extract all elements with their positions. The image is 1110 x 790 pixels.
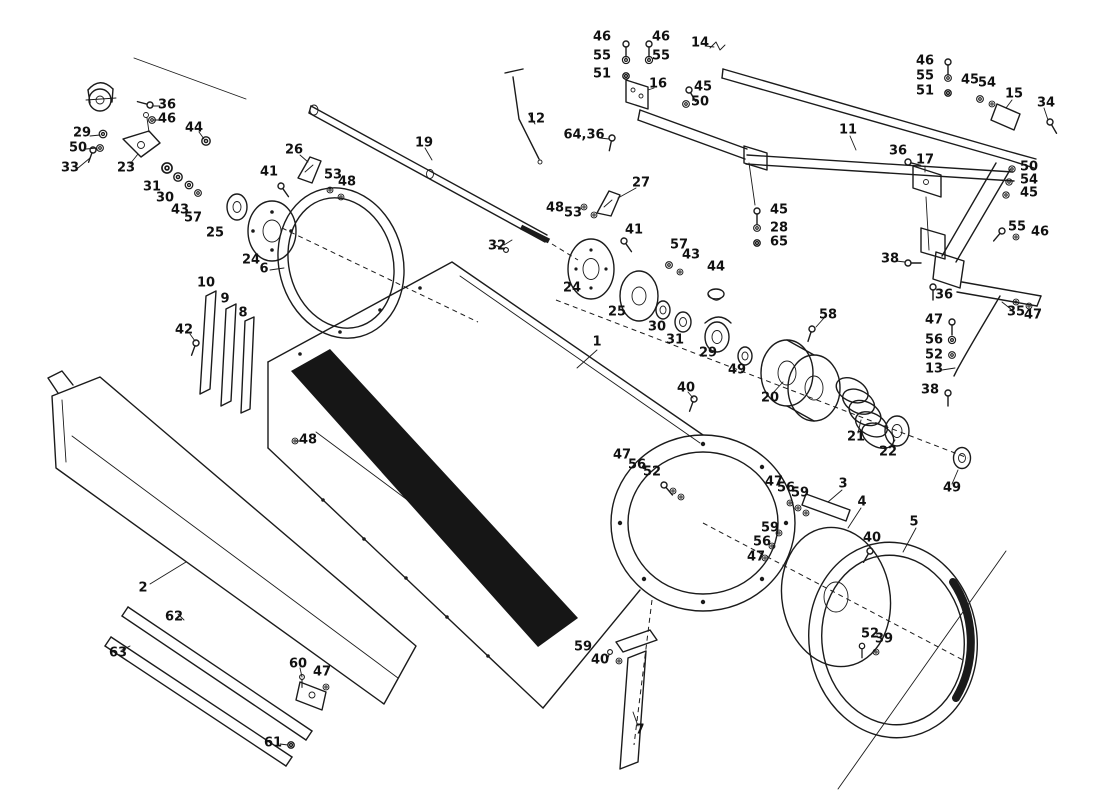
center-rotor-stack	[555, 190, 969, 459]
pto-shaft	[308, 104, 579, 261]
main-housing	[267, 261, 851, 770]
left-rotor-stack	[226, 156, 479, 339]
hood-assembly	[47, 370, 417, 767]
hitch-frame	[625, 41, 1042, 377]
upper-fasteners	[605, 40, 1060, 407]
end-discs	[702, 522, 978, 739]
caster-assembly	[85, 82, 211, 197]
pulley-spring-stack	[760, 324, 972, 470]
slat-parts	[188, 290, 255, 414]
platform-edges	[133, 57, 1007, 790]
support-rod	[504, 68, 543, 165]
leader-lines	[77, 45, 1049, 746]
